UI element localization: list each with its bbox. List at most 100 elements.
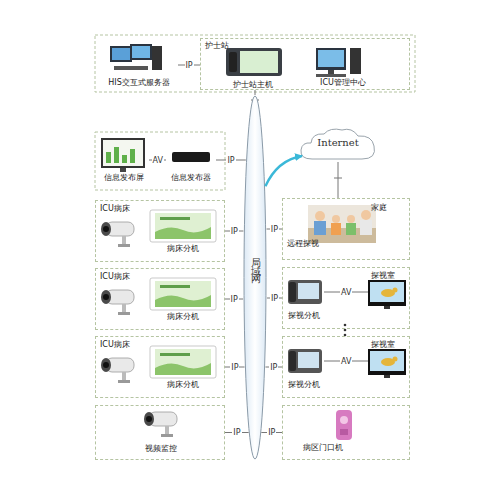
chart-bar: [130, 149, 135, 163]
host-device: 护士站主机: [222, 44, 284, 90]
tower-icon: [152, 46, 162, 70]
door-group: 病区门口机: [282, 405, 410, 460]
info-group-frame: [95, 132, 225, 190]
host-icon: [226, 48, 282, 76]
node-text: ICU病床: [100, 204, 150, 214]
signal-label: AV: [340, 357, 352, 366]
monitor-screen: [318, 50, 344, 67]
ellipsis-dot: [344, 324, 347, 327]
edge-label: IP: [270, 225, 279, 234]
bed-group: ICU病床病床分机: [95, 336, 225, 398]
signal-label: AV: [340, 288, 352, 297]
visit-terminal: 探视分机: [284, 344, 324, 396]
edge-label: AV: [152, 156, 164, 165]
bed-terminal: 病床分机: [145, 342, 220, 396]
node-text: ICU管理中心: [308, 78, 378, 88]
bed-group: ICU病床病床分机: [95, 200, 225, 262]
keyboard-icon: [316, 74, 346, 77]
person-body: [314, 221, 326, 235]
door-unit-lens: [340, 416, 348, 424]
connector-line: [255, 90, 256, 95]
tablet-icon: [150, 210, 216, 242]
edge-label: IP: [230, 227, 239, 236]
bed-terminal: 病床分机: [145, 206, 220, 260]
node-text: 视频监控: [96, 444, 226, 454]
person-body: [331, 223, 341, 235]
node-text: 病床分机: [145, 312, 220, 322]
node-text: 病区门口机: [293, 443, 353, 453]
top-group-frame: [95, 35, 415, 92]
home-group: 家庭远程探视: [282, 198, 410, 260]
tablet-icon: [150, 346, 216, 378]
edge-label: IP: [230, 295, 239, 304]
visit-terminal: 探视分机: [284, 275, 324, 327]
phone-icon: [288, 349, 322, 373]
node-text: 探视室: [371, 271, 411, 281]
camera-icon: [101, 358, 134, 383]
ellipsis-dot: [344, 329, 347, 332]
phone-icon: [288, 280, 322, 304]
person-head: [315, 211, 325, 221]
chart-bar: [106, 152, 111, 163]
edge-label: IP: [269, 363, 278, 372]
bed-group: ICU病床病床分机: [95, 268, 225, 330]
port-symbol: [334, 178, 342, 179]
node-text: 家庭: [371, 203, 407, 213]
screen-icon: [101, 138, 145, 168]
monitor-screen: [112, 48, 130, 60]
player-icon: [172, 152, 210, 162]
node-text: 病床分机: [145, 380, 220, 390]
node-text: 护士站: [205, 41, 245, 51]
monitor-icon: [110, 46, 132, 62]
monitor-screen: [132, 46, 150, 58]
node-text: ICU病床: [100, 340, 150, 350]
connector-line: [338, 162, 339, 198]
handset-icon: [229, 52, 237, 72]
edge-label: IP: [270, 294, 279, 303]
door-unit-keys: [340, 429, 348, 435]
monitor-icon: [316, 48, 346, 70]
player-device: 信息发布器: [166, 135, 216, 185]
chart-bar: [122, 155, 127, 163]
node-text: ICU病床: [100, 272, 150, 282]
camera-icon: [144, 412, 177, 437]
visit-room-group: 探视室探视分机: [282, 336, 410, 398]
monitor-icon: [130, 44, 152, 60]
edge-label: IP: [226, 156, 235, 165]
camera-icon: [101, 222, 134, 247]
screen-stand: [120, 168, 126, 172]
node-subtext: 远程探视: [287, 239, 347, 249]
person-head: [332, 215, 340, 223]
node-text: 探视室: [371, 340, 411, 350]
monitor-icon: [368, 280, 406, 309]
monitor-stand: [328, 70, 334, 74]
node-text: 探视分机: [280, 311, 328, 321]
server-device: HIS交互式服务器: [100, 40, 178, 92]
internet-cloud: Internet: [298, 126, 378, 162]
node-text: 探视分机: [280, 380, 328, 390]
screen-face: [103, 140, 143, 166]
management-device: ICU管理中心: [308, 44, 378, 90]
node-text: HIS交互式服务器: [100, 78, 178, 88]
chart-bar: [114, 147, 119, 163]
edge-label: IP: [232, 428, 241, 437]
node-text: 局域网: [250, 250, 260, 274]
tablet-icon: [150, 278, 216, 310]
lan-bus: 局域网: [243, 95, 267, 460]
door-unit-icon: [336, 410, 352, 440]
lan-ellipse: [244, 96, 266, 459]
tower-icon: [350, 48, 361, 74]
node-text: 病床分机: [145, 244, 220, 254]
edge-label: IP: [230, 363, 239, 372]
edge-label: IP: [267, 428, 276, 437]
ellipse-outline: [243, 95, 267, 460]
node-text: Internet: [298, 137, 378, 149]
keyboard-icon: [114, 66, 148, 70]
edge-label: IP: [185, 61, 194, 70]
camera-icon: [101, 290, 134, 315]
person-body: [360, 220, 372, 235]
host-screen: [240, 51, 278, 73]
